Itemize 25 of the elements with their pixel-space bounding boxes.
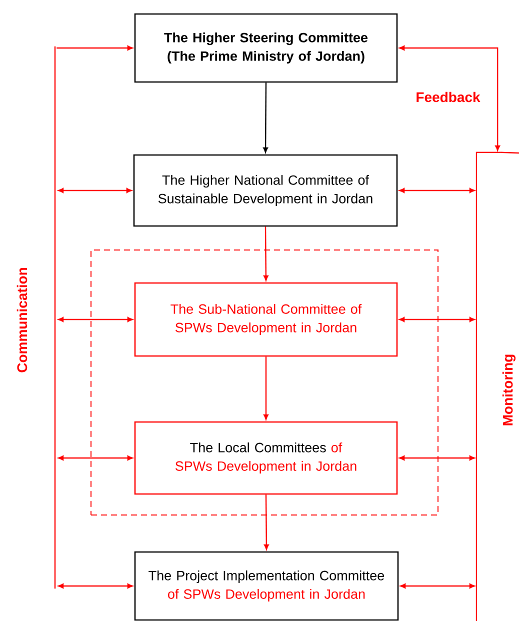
arrow [399, 188, 475, 193]
arrow [400, 584, 475, 588]
bus-line [476, 152, 501, 621]
arrow [399, 456, 475, 460]
arrow [58, 188, 132, 193]
arrow [263, 82, 268, 153]
dashed-group-box [90, 250, 438, 516]
arrow [58, 584, 133, 588]
side-label: Monitoring [502, 354, 516, 426]
side-label: Communication [16, 268, 28, 372]
arrow [58, 317, 133, 322]
edge-label: Feedback [416, 92, 480, 102]
arrow [399, 317, 475, 322]
arrow [58, 456, 133, 460]
committee-box: The Project Implementation Committee of SPWs Development in Jordan [134, 551, 399, 621]
arrow [399, 46, 500, 151]
bus-line [54, 46, 56, 589]
arrow [264, 356, 268, 420]
committee-box: The Higher National Committee of Sustainable Development in Jordan [133, 154, 398, 227]
committee-box: The Higher Steering Committee (The Prime Ministry of Jordan) [134, 13, 398, 83]
committee-box: The Sub-National Committee of SPWs Development in Jordan [134, 282, 398, 357]
arrow [56, 46, 133, 50]
arrow [263, 226, 268, 281]
arrow [264, 494, 269, 550]
committee-box: The Local Committees of SPWs Development in Jordan [134, 421, 398, 495]
